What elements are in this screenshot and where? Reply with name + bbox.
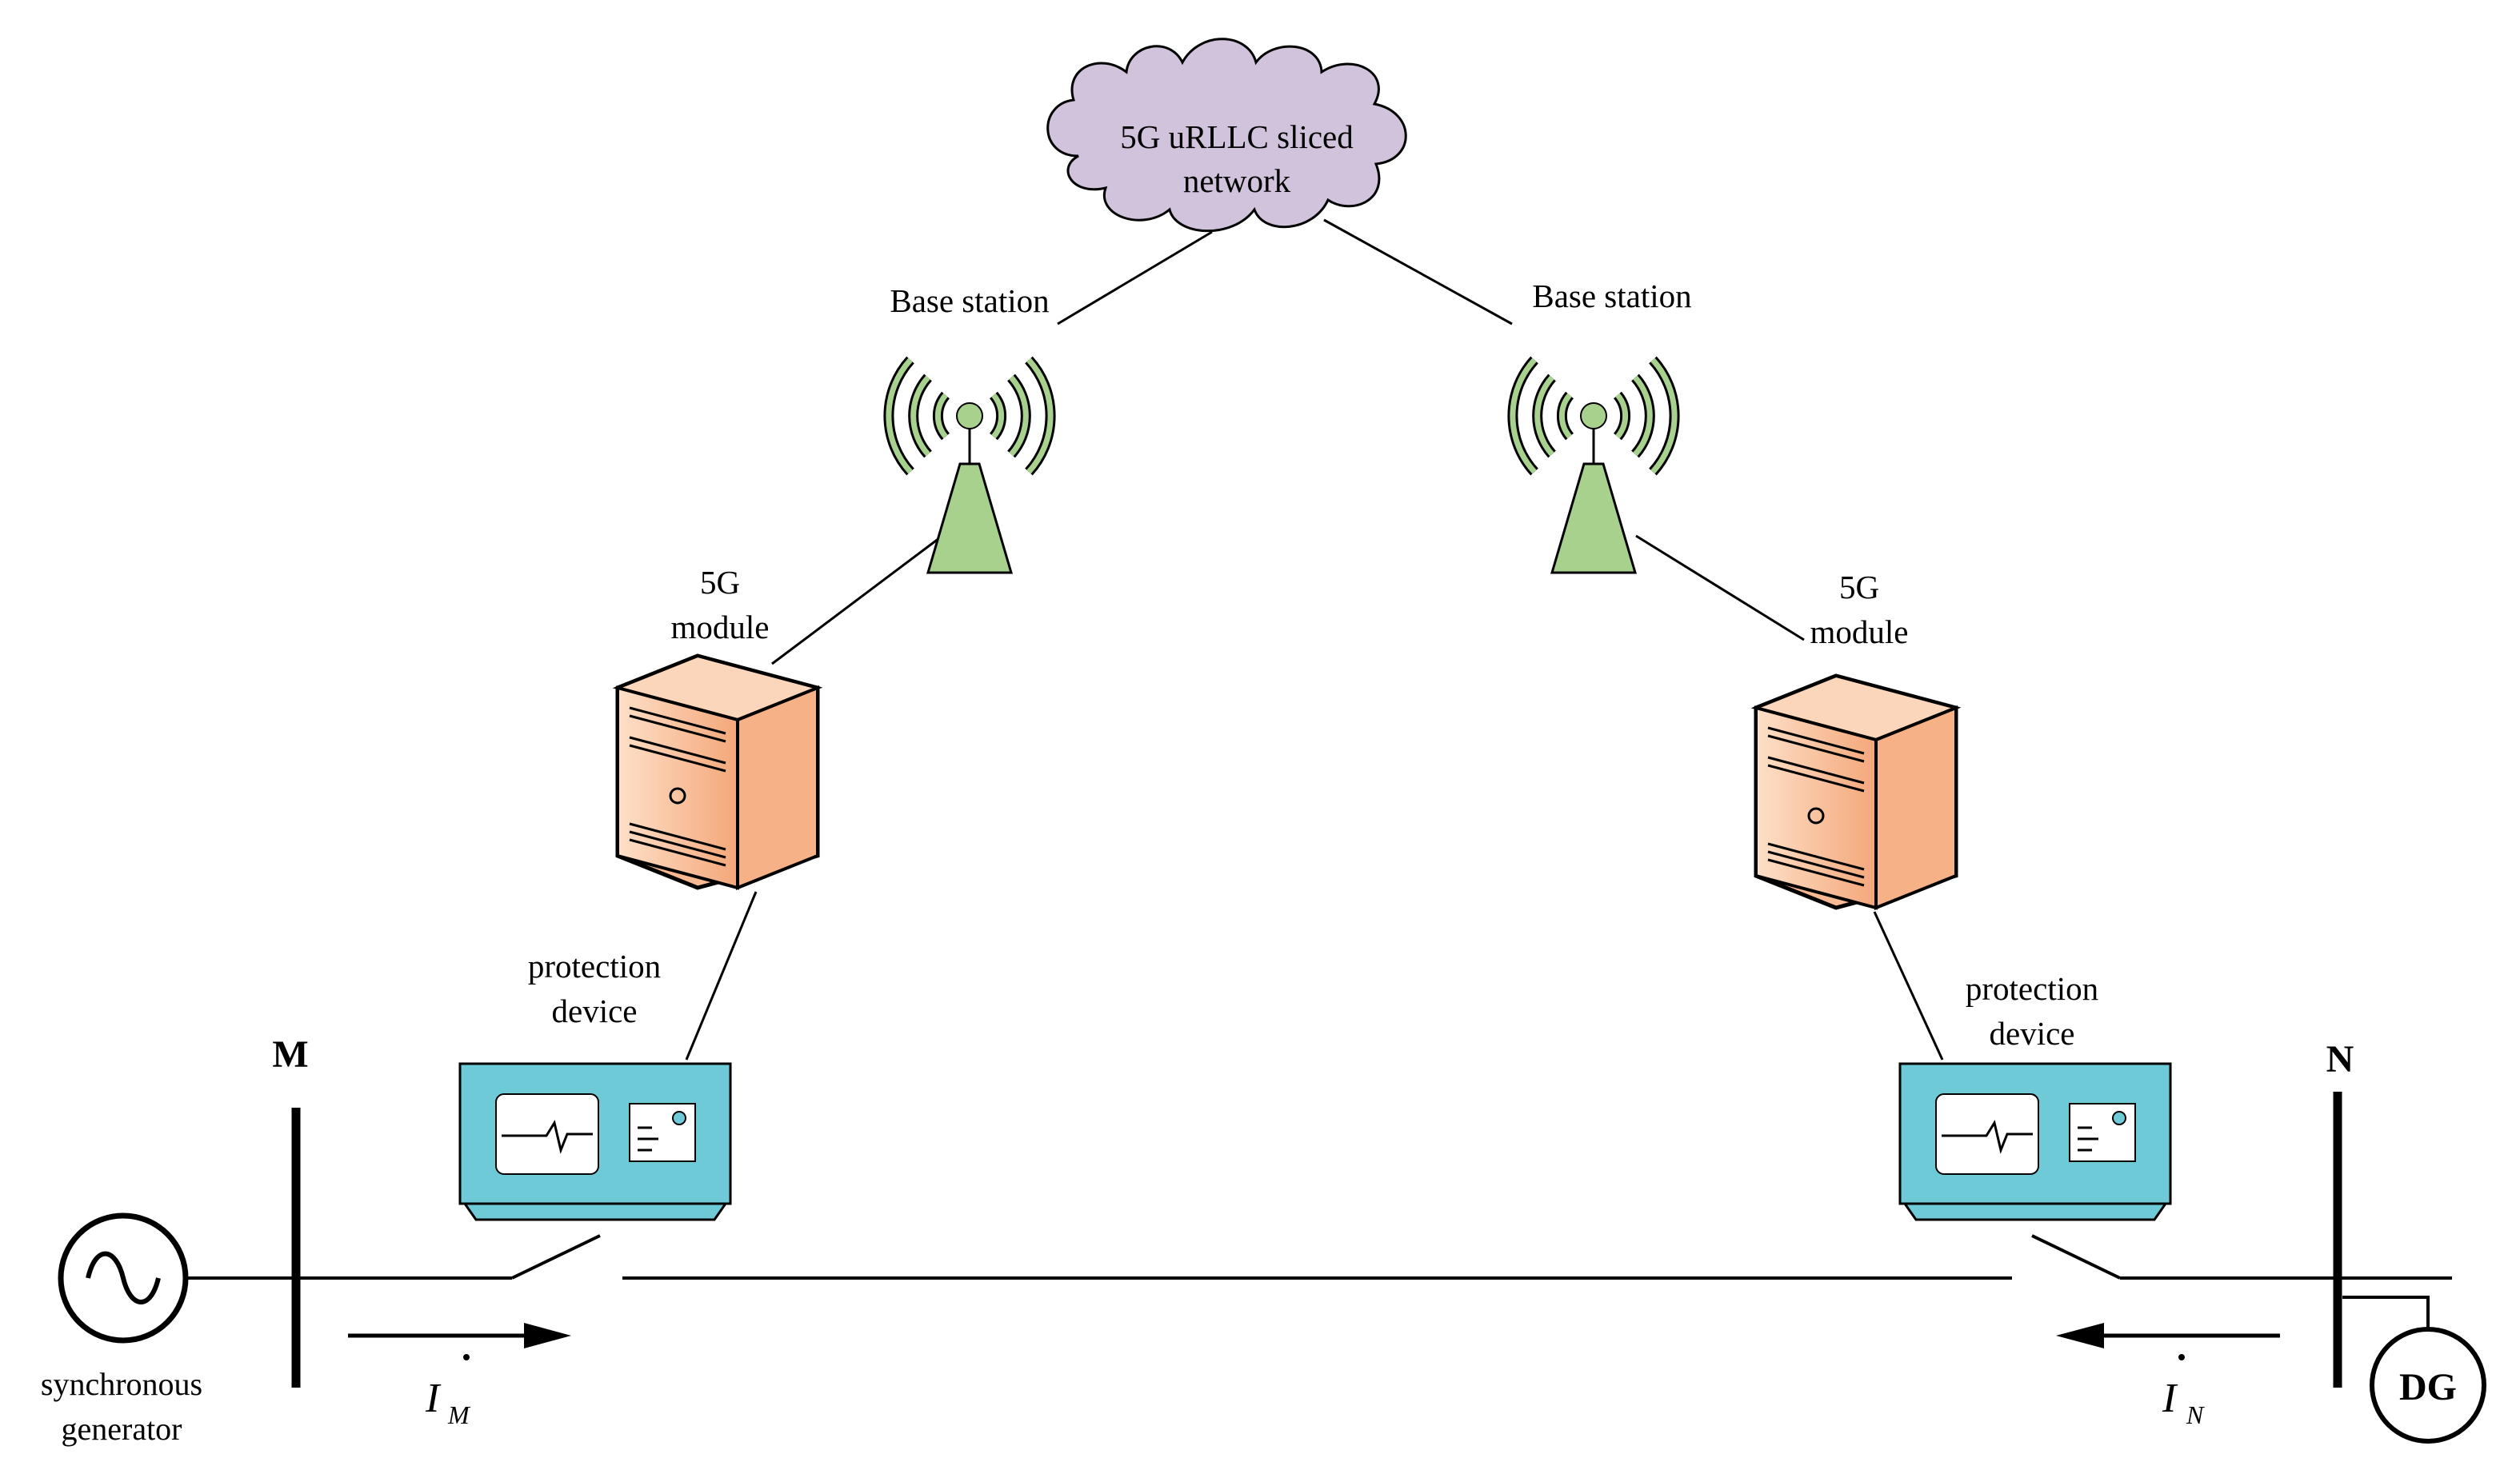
protection-relay-icon-left	[458, 1062, 732, 1221]
protection-right-label-line1: protection	[1966, 970, 2098, 1007]
generator-label-line1: synchronous	[41, 1366, 202, 1402]
current-right-dot	[2178, 1354, 2185, 1360]
link-cloud-to-right-station	[1323, 218, 1513, 326]
antenna-tower-icon-left	[889, 360, 1050, 573]
cloud-label-line1: 5G uRLLC sliced	[1120, 118, 1354, 155]
current-left-subscript: M	[447, 1400, 471, 1429]
dg-connection	[2342, 1296, 2430, 1329]
server-icon-left	[618, 656, 818, 888]
communication-links	[685, 218, 1944, 1061]
dg-source-icon	[2370, 1327, 2486, 1444]
breaker-left	[511, 1234, 601, 1280]
current-left-dot	[463, 1354, 470, 1360]
protection-right-label-line2: device	[1990, 1015, 2075, 1052]
base-station-left-label: Base station	[890, 282, 1049, 319]
module-left-label-line1: 5G	[700, 564, 740, 601]
cloud-label-line2: network	[1183, 162, 1291, 199]
module-right-label-line1: 5G	[1839, 569, 1879, 605]
protection-left-label-line1: protection	[528, 948, 661, 985]
module-left-label-line2: module	[671, 609, 770, 645]
dg-label: DG	[2399, 1366, 2457, 1408]
link-left-station-to-module	[771, 534, 943, 665]
protection-relay-icon-right	[1898, 1062, 2172, 1221]
ac-source-icon	[58, 1212, 189, 1344]
link-cloud-to-left-station	[1057, 230, 1213, 326]
base-station-right-label: Base station	[1532, 278, 1691, 314]
protection-left-label-line2: device	[552, 993, 638, 1029]
link-right-module-to-protection	[1873, 911, 1944, 1061]
link-left-module-to-protection	[685, 891, 758, 1061]
current-right-subscript: N	[2186, 1400, 2205, 1429]
bus-n-label: N	[2326, 1038, 2354, 1081]
server-icon-right	[1756, 676, 1956, 908]
current-left-symbol: I	[425, 1376, 442, 1421]
antenna-tower-icon-right	[1513, 360, 1674, 573]
current-arrow-left	[348, 1323, 571, 1348]
current-right-symbol: I	[2162, 1376, 2178, 1421]
generator-label-line2: generator	[61, 1411, 182, 1447]
link-right-station-to-module	[1635, 534, 1805, 641]
module-right-label-line2: module	[1810, 613, 1909, 650]
cloud-icon	[1046, 38, 1407, 233]
current-arrow-right	[2056, 1323, 2280, 1348]
breaker-right	[2031, 1234, 2121, 1280]
bus-m-label: M	[272, 1033, 308, 1076]
power-line	[186, 1234, 2452, 1329]
